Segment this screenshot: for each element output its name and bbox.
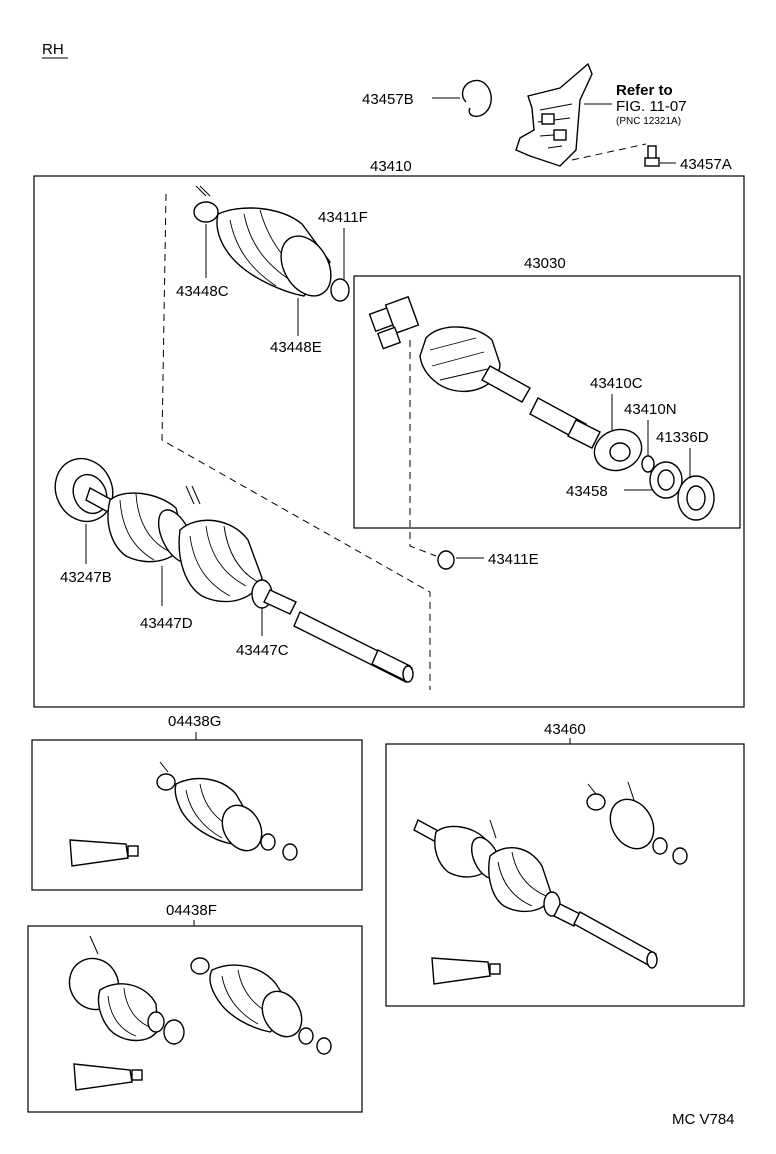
label-43458: 43458 xyxy=(566,483,608,500)
label-43447D: 43447D xyxy=(140,615,193,632)
kit-43460-grease-tube xyxy=(431,957,501,985)
assembly-dashline-left xyxy=(161,193,431,690)
bearing-bracket xyxy=(515,62,593,167)
box-43460 xyxy=(385,743,745,1007)
label-43410N: 43410N xyxy=(624,401,677,418)
label-04438G: 04438G xyxy=(168,713,221,730)
refer-line3: (PNC 12321A) xyxy=(616,116,681,127)
inner-shaft-splined xyxy=(567,419,601,449)
tripod-joint xyxy=(368,295,420,350)
snap-ring-43411E xyxy=(437,550,455,570)
label-43447C: 43447C xyxy=(236,642,289,659)
diagram-code: MC V784 xyxy=(672,1111,735,1128)
label-43457B: 43457B xyxy=(362,91,414,108)
bolt-43457A xyxy=(644,145,660,167)
label-43448E: 43448E xyxy=(270,339,322,356)
kit-04438G-grease-tube xyxy=(69,839,139,867)
side-label: RH xyxy=(42,41,64,58)
label-43457A: 43457A xyxy=(680,156,732,173)
kit-04438F-inner-boot xyxy=(190,957,332,1055)
assembly-dashline-right xyxy=(409,340,437,557)
dust-deflector-41336D xyxy=(677,475,715,521)
label-43410: 43410 xyxy=(370,158,412,175)
kit-43460-boot-clamps xyxy=(586,781,688,865)
label-43411E: 43411E xyxy=(488,551,539,568)
refer-line1: Refer to xyxy=(616,82,673,99)
label-43460: 43460 xyxy=(544,721,586,738)
inner-boot-upper xyxy=(193,185,350,302)
kit-04438G-boot xyxy=(156,761,298,861)
inner-joint-housing xyxy=(419,326,587,441)
drive-shaft xyxy=(263,589,414,683)
label-43448C: 43448C xyxy=(176,283,229,300)
label-43411F: 43411F xyxy=(318,209,368,226)
snap-ring-43457B xyxy=(461,79,492,118)
label-41336D: 41336D xyxy=(656,429,709,446)
kit-04438F-outer-boot xyxy=(68,935,185,1045)
dust-deflector-43458 xyxy=(649,461,683,499)
kit-04438F-grease-tube xyxy=(73,1063,143,1091)
kit-43460-shaft-assembly xyxy=(413,819,658,969)
bearing-43410C xyxy=(593,428,643,472)
outer-joint-boot xyxy=(85,485,273,609)
box-43410 xyxy=(33,175,745,708)
bracket-bolt-dashline xyxy=(571,143,647,161)
label-43247B: 43247B xyxy=(60,569,112,586)
refer-line2: FIG. 11-07 xyxy=(616,98,687,115)
label-04438F: 04438F xyxy=(166,902,217,919)
box-43030 xyxy=(353,275,741,529)
box-04438F xyxy=(27,925,363,1113)
label-43030: 43030 xyxy=(524,255,566,272)
box-04438G xyxy=(31,739,363,891)
label-43410C: 43410C xyxy=(590,375,643,392)
